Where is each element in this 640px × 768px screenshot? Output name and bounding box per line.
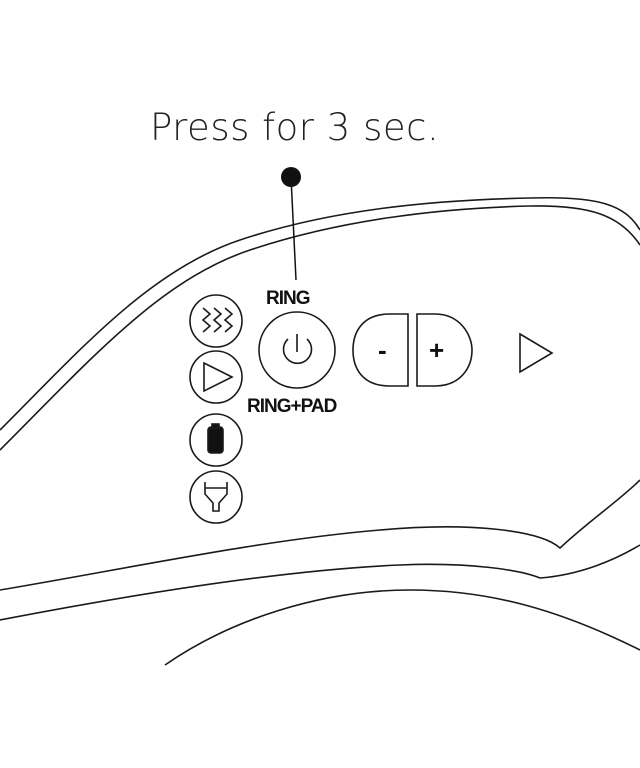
device-outline: [0, 196, 640, 666]
heat-icon: [189, 294, 243, 348]
ring-label: RING: [266, 288, 310, 309]
battery-icon: [189, 413, 243, 467]
play-mode-icon: [189, 350, 243, 404]
plus-label: +: [429, 335, 445, 365]
power-button[interactable]: [258, 311, 336, 389]
ring-pad-label: RING+PAD: [247, 396, 337, 417]
play-icon: [519, 332, 554, 374]
plug-icon: [189, 470, 243, 524]
plus-button[interactable]: [416, 313, 473, 387]
minus-button[interactable]: [352, 313, 409, 387]
callout-text: Press for 3 sec.: [150, 106, 440, 149]
callout-pointer: [281, 167, 301, 281]
power-icon: [282, 338, 313, 365]
minus-label: -: [378, 335, 387, 365]
